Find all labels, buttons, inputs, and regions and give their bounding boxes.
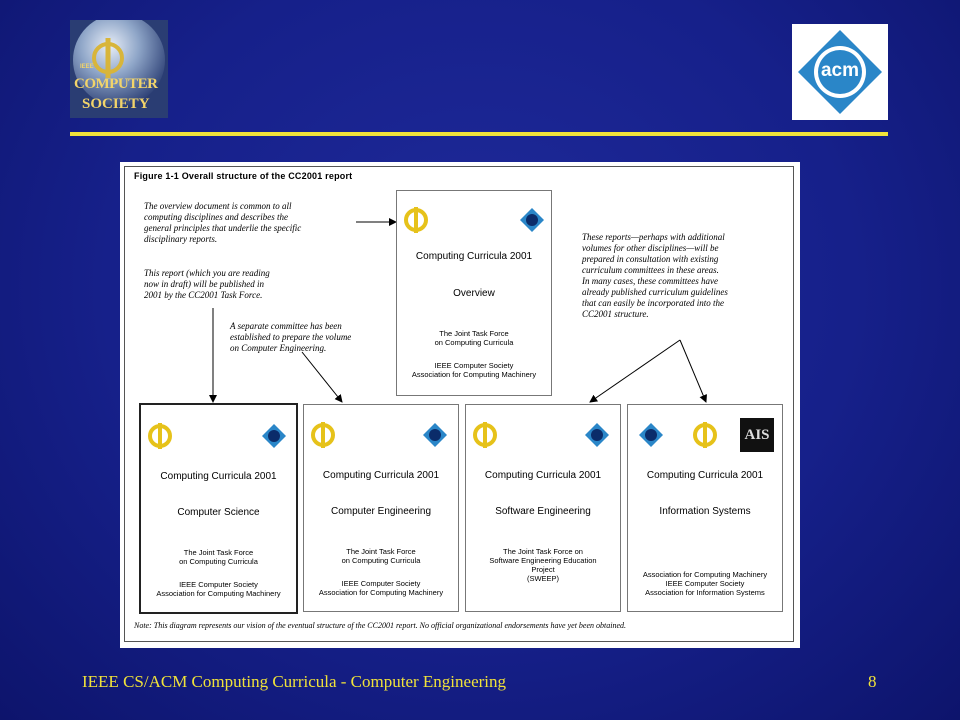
annotation-line: A separate committee has been: [230, 321, 342, 331]
box-title: Computing Curricula 2001: [415, 251, 533, 262]
box-body-line: on Computing Curricula: [341, 556, 421, 565]
box-org-line: Association for Computing Machinery: [642, 570, 768, 579]
acm-icon: [423, 423, 447, 447]
box-org-line: Association for Information Systems: [645, 588, 765, 597]
box-org-line: IEEE Computer Society: [434, 361, 514, 370]
box-body: The Joint Task Force on Software Enginee…: [466, 547, 620, 583]
box-orgs: IEEE Computer Society Association for Co…: [397, 361, 551, 379]
overview-annotation: The overview document is common to all c…: [144, 201, 301, 245]
page-number: 8: [868, 672, 877, 691]
box-org-line: IEEE Computer Society: [179, 580, 258, 589]
header-divider: [70, 132, 888, 136]
box-orgs: IEEE Computer Society Association for Co…: [141, 580, 296, 598]
acm-icon: [520, 208, 544, 232]
computer-label: COMPUTER: [74, 76, 158, 92]
annotation-line: that can easily be incorporated into the: [582, 298, 724, 308]
box-body-line: (SWEEP): [526, 574, 560, 583]
ieee-icon: [148, 423, 172, 449]
computer-engineering-box: Computing Curricula 2001 Computer Engine…: [303, 404, 459, 612]
ieee-icon: [473, 422, 497, 448]
ieee-label: IEEE: [80, 64, 94, 70]
box-org-line: IEEE Computer Society: [341, 579, 421, 588]
box-orgs: Association for Computing Machinery IEEE…: [628, 570, 782, 597]
footer-title: IEEE CS/ACM Computing Curricula - Comput…: [82, 672, 507, 691]
figure-footnote: Note: This diagram represents our vision…: [134, 621, 627, 630]
box-title: Computing Curricula 2001: [484, 470, 602, 481]
box-title: Computing Curricula 2001: [322, 470, 440, 481]
box-subtitle: Overview: [453, 288, 495, 299]
box-body: The Joint Task Force on Computing Curric…: [397, 329, 551, 347]
acm-logo: acm: [792, 24, 888, 120]
annotation-line: This report (which you are reading: [144, 268, 270, 278]
box-orgs: IEEE Computer Society Association for Co…: [304, 579, 458, 597]
arrow-se: [589, 339, 681, 403]
connector-arrows: [209, 218, 707, 403]
annotation-line: These reports—perhaps with additional: [582, 232, 725, 242]
annotation-line: on Computer Engineering.: [230, 343, 327, 353]
information-systems-box: AIS Computing Curricula 2001 Information…: [627, 404, 783, 612]
box-subtitle: Software Engineering: [495, 506, 591, 517]
box-title: Computing Curricula 2001: [646, 470, 764, 481]
committee-annotation: A separate committee has been establishe…: [230, 321, 351, 354]
box-org-line: Association for Computing Machinery: [156, 589, 281, 598]
box-subtitle: Information Systems: [659, 506, 751, 517]
annotation-line: computing disciplines and describes the: [144, 212, 288, 222]
society-label: SOCIETY: [82, 96, 150, 112]
box-org-line: Association for Computing Machinery: [318, 588, 444, 597]
annotation-line: In many cases, these committees have: [582, 276, 718, 286]
annotation-line: prepared in consultation with existing: [582, 254, 719, 264]
arrow-ce: [301, 351, 343, 403]
box-body-line: on Computing Curricula: [434, 338, 514, 347]
box-body-line: Project: [531, 565, 555, 574]
software-engineering-box: Computing Curricula 2001 Software Engine…: [465, 404, 621, 612]
ais-logo-icon: AIS: [740, 418, 774, 452]
box-body: The Joint Task Force on Computing Curric…: [141, 548, 296, 566]
annotation-line: The overview document is common to all: [144, 201, 292, 211]
ieee-icon: [404, 207, 428, 233]
annotation-line: curriculum committees in these areas.: [582, 265, 719, 275]
ieee-icon: [693, 422, 717, 448]
box-subtitle: Computer Science: [177, 507, 260, 518]
annotation-line: established to prepare the volume: [230, 332, 352, 342]
annotation-line: general principles that underlie the spe…: [144, 223, 302, 233]
annotation-line: CC2001 structure.: [582, 309, 649, 319]
other-reports-annotation: These reports—perhaps with additional vo…: [582, 232, 728, 320]
box-body-line: The Joint Task Force on: [503, 547, 583, 556]
box-org-line: Association for Computing Machinery: [411, 370, 537, 379]
figure-cc2001-structure: Figure 1-1 Overall structure of the CC20…: [120, 162, 800, 648]
arrow-is: [679, 339, 707, 403]
acm-icon: [639, 423, 663, 447]
box-body-line: The Joint Task Force: [346, 547, 416, 556]
acm-icon: [262, 424, 286, 448]
box-subtitle: Computer Engineering: [330, 506, 432, 517]
box-body-line: The Joint Task Force: [439, 329, 509, 338]
box-body-line: Software Engineering Education: [489, 556, 597, 565]
figure-frame: [124, 166, 794, 642]
annotation-line: 2001 by the CC2001 Task Force.: [144, 290, 263, 300]
annotation-line: disciplinary reports.: [144, 234, 218, 244]
figure-title: Figure 1-1 Overall structure of the CC20…: [134, 171, 353, 181]
acm-icon: [585, 423, 609, 447]
ieee-icon: [311, 422, 335, 448]
report-annotation: This report (which you are reading now i…: [144, 268, 270, 301]
box-body: The Joint Task Force on Computing Curric…: [304, 547, 458, 565]
annotation-line: already published curriculum guidelines: [582, 287, 728, 297]
annotation-line: volumes for other disciplines—will be: [582, 243, 719, 253]
overview-box: Computing Curricula 2001 Overview The Jo…: [396, 190, 552, 396]
box-title: Computing Curricula 2001: [160, 471, 277, 482]
annotation-line: now in draft) will be published in: [144, 279, 265, 289]
box-body-line: on Computing Curricula: [179, 557, 258, 566]
acm-label: acm: [820, 60, 860, 81]
ieee-computer-society-logo: IEEE COMPUTER SOCIETY: [70, 20, 168, 118]
box-body-line: The Joint Task Force: [183, 548, 254, 557]
computer-science-box: Computing Curricula 2001 Computer Scienc…: [139, 403, 298, 614]
box-org-line: IEEE Computer Society: [665, 579, 745, 588]
